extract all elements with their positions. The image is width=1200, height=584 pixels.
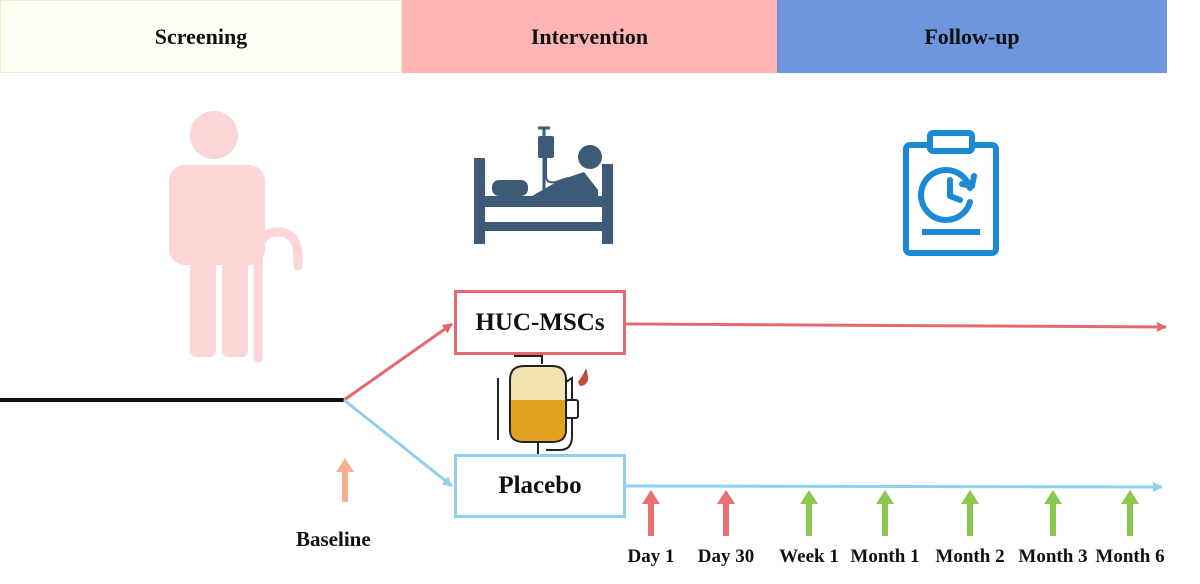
phase-label-intervention: Intervention <box>530 23 649 49</box>
baseline-arrow <box>336 458 354 502</box>
phase-label-followup: Follow-up <box>924 23 1020 49</box>
phase-header-screening: Screening <box>0 0 402 73</box>
treatment-arm-box: HUC-MSCs <box>454 290 626 355</box>
phase-header-intervention: Intervention <box>402 0 777 73</box>
timepoint-arrow <box>961 490 979 536</box>
timepoint-arrow <box>1044 490 1062 536</box>
timepoint-arrow <box>1121 490 1139 536</box>
treatment-timeline <box>625 321 1167 332</box>
timepoint-label: Month 3 <box>1018 546 1088 567</box>
phase-header-followup: Follow-up <box>777 0 1167 73</box>
branch-arrow-treatment <box>343 322 453 402</box>
patient-in-hospital-bed-icon <box>474 126 613 244</box>
timepoint-label: Month 2 <box>935 546 1005 567</box>
treatment-arm-label: HUC-MSCs <box>475 308 605 336</box>
timepoint-label: Day 1 <box>627 546 675 567</box>
control-arm-label: Placebo <box>498 472 582 499</box>
timepoint-arrow <box>800 490 818 536</box>
control-timeline <box>625 481 1163 492</box>
iv-infusion-bag-icon <box>497 355 588 454</box>
timepoint-arrow <box>876 490 894 536</box>
branch-arrow-control <box>343 398 453 488</box>
timepoint-label: Month 6 <box>1095 546 1165 567</box>
elderly-person-with-cane-icon <box>169 111 303 363</box>
control-arm-box: Placebo <box>454 454 626 518</box>
clipboard-history-icon <box>903 130 999 256</box>
timepoint-arrows <box>336 458 1139 536</box>
phase-label-screening: Screening <box>154 23 248 49</box>
timepoint-label: Month 1 <box>850 546 920 567</box>
timepoint-label: Day 30 <box>697 546 755 567</box>
timepoint-arrow <box>717 490 735 536</box>
timepoint-arrow <box>642 490 660 536</box>
baseline-label: Baseline <box>296 527 371 551</box>
timepoint-label: Week 1 <box>779 546 839 567</box>
